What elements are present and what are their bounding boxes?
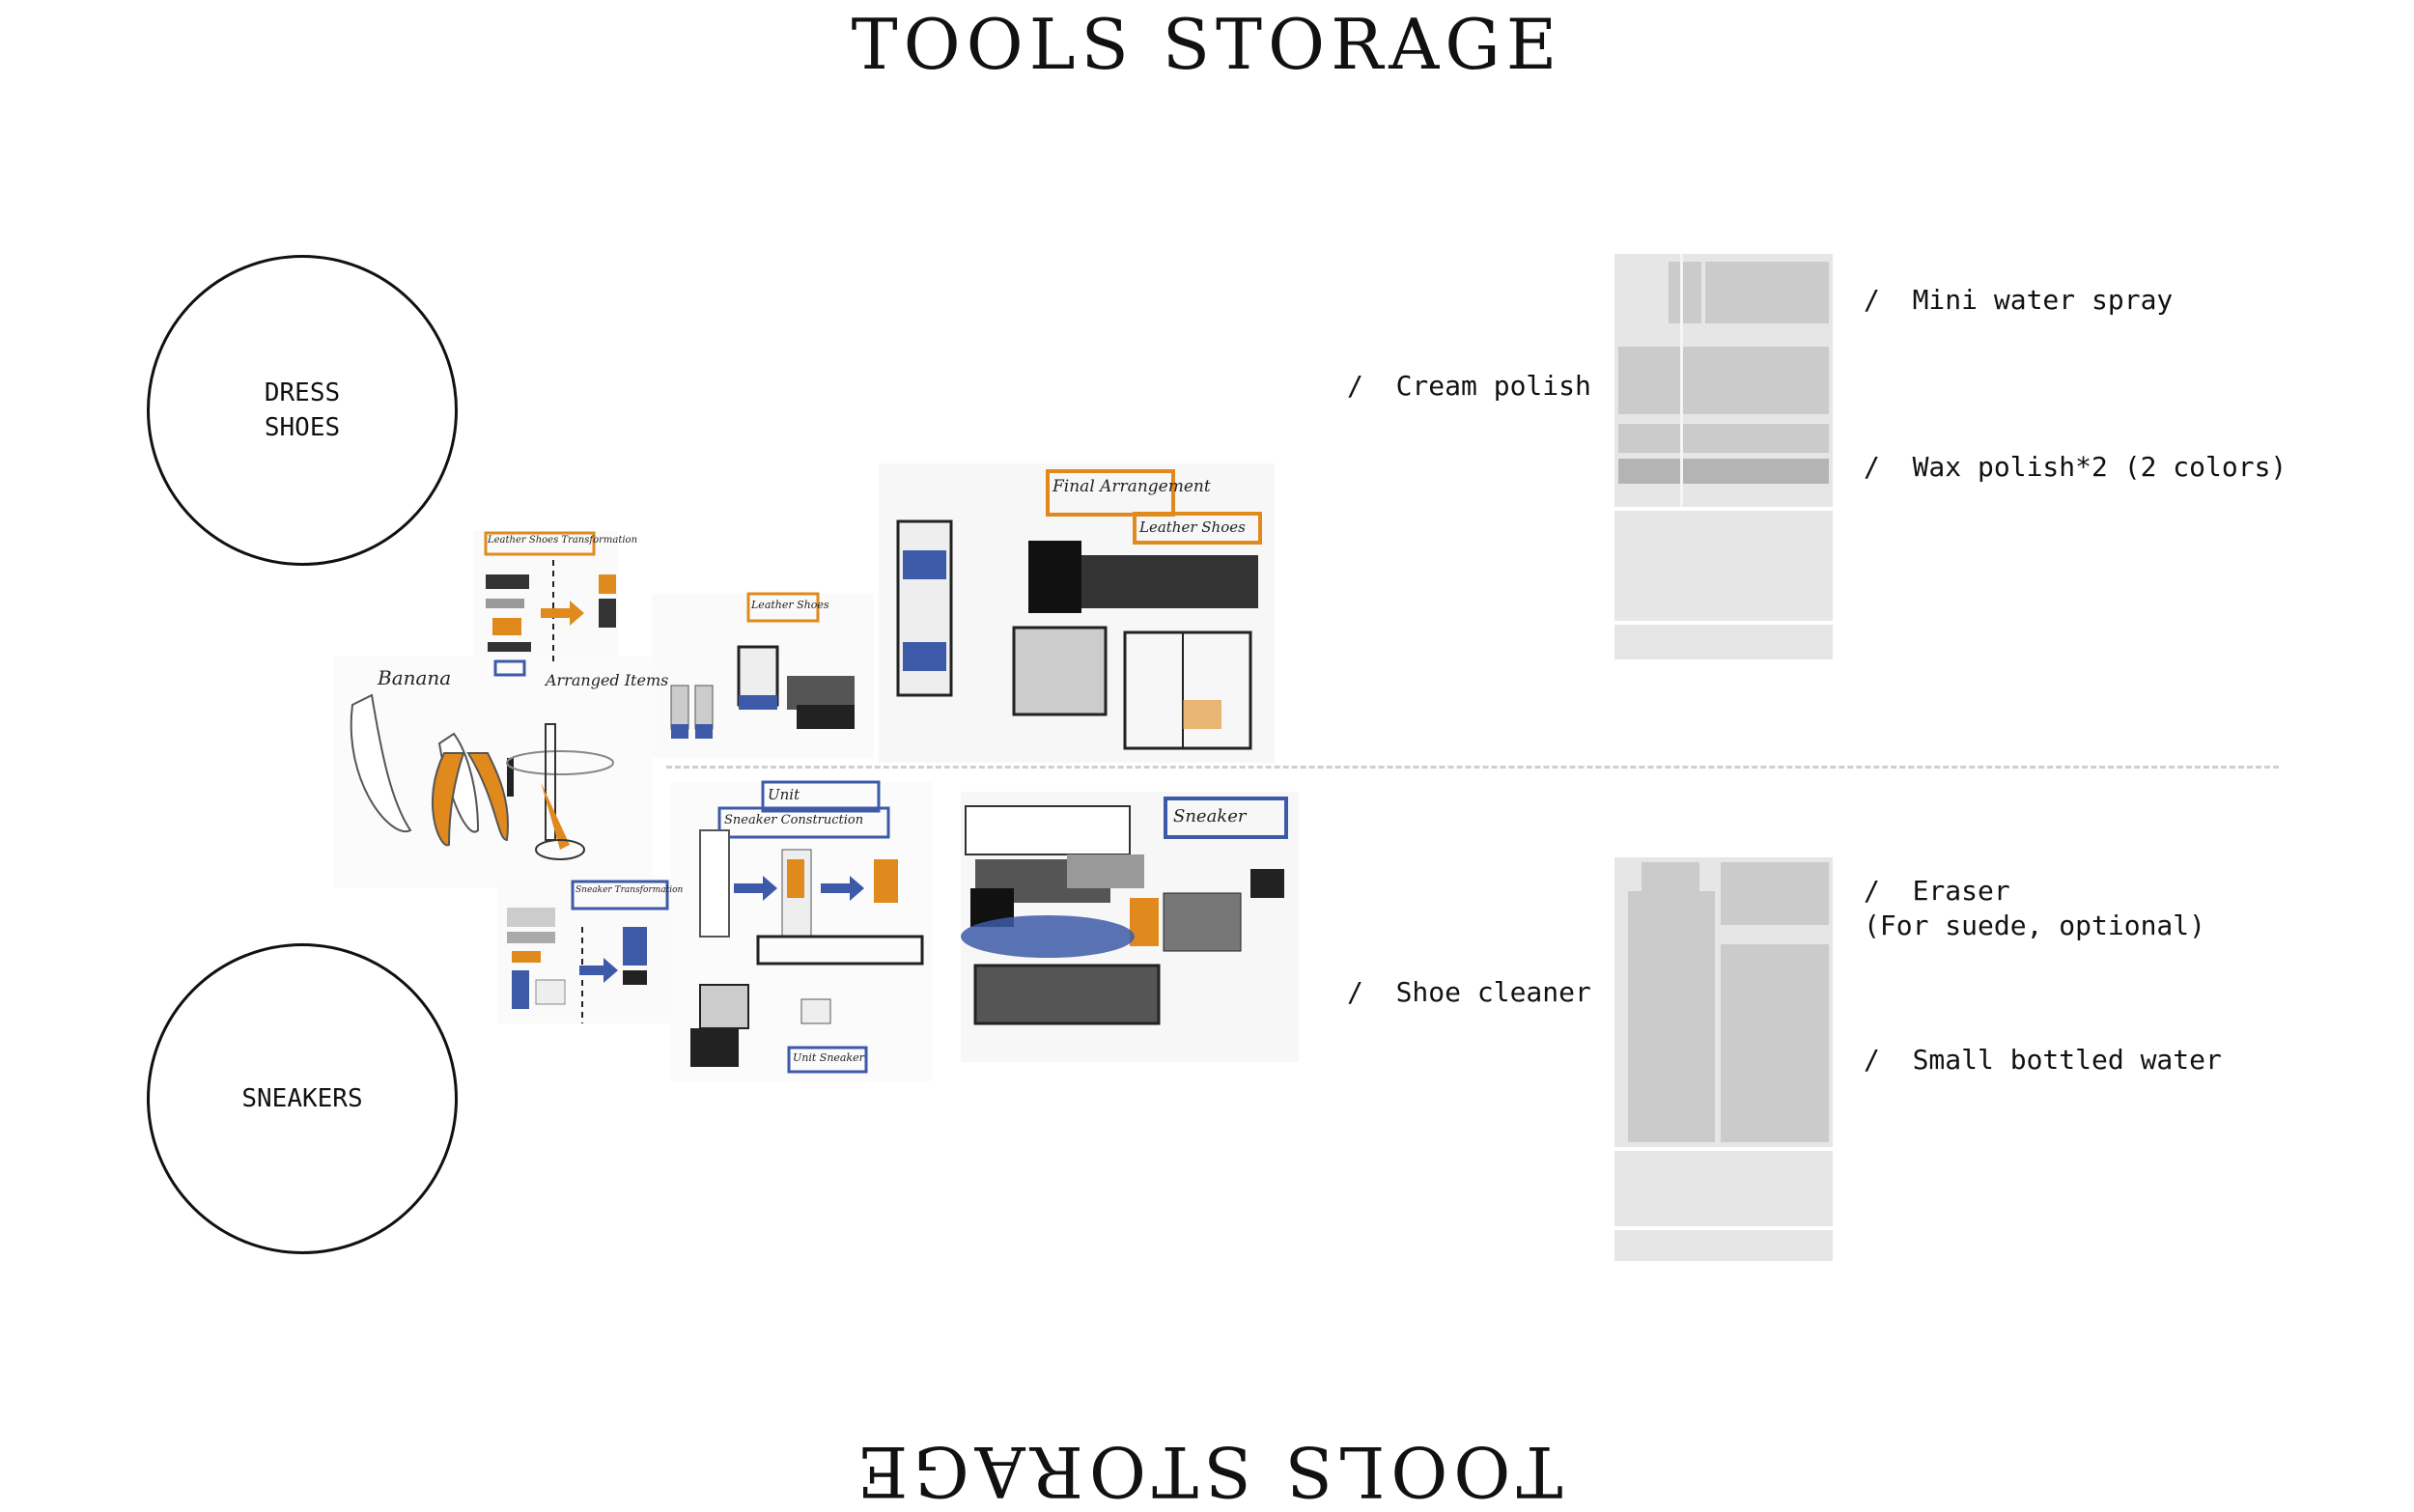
storage-top-shelf <box>1614 507 1833 511</box>
storage-bottom-base-line <box>1614 1226 1833 1230</box>
sketch-tag-leather-shoes-final: Leather Shoes <box>1139 518 1246 536</box>
sketch-tag-final-arrangement: Final Arrangement <box>1053 477 1211 496</box>
wax-polish-slot-1 <box>1618 424 1829 453</box>
eraser-item <box>1721 862 1829 925</box>
storage-top-base-line <box>1614 621 1833 625</box>
small-bottled-water-label: / Small bottled water <box>1864 1044 2222 1076</box>
shoe-cleaner-label: / Shoe cleaner <box>1347 976 1591 1008</box>
page-title-mirrored: TOOLS STORAGE <box>851 1431 1563 1512</box>
sketch-tag-banana: Banana <box>378 666 452 689</box>
small-bottled-water-item <box>1721 944 1829 1142</box>
sketch-collage-illustration <box>333 463 1299 1081</box>
mini-water-spray-label: / Mini water spray <box>1864 284 2174 316</box>
sketch-tag-sneaker: Sneaker <box>1173 806 1247 826</box>
sketch-collage: Banana Arranged Items Leather Shoes Tran… <box>333 463 1299 1101</box>
sketch-tag-arranged-items: Arranged Items <box>546 671 669 689</box>
storage-unit-top <box>1614 254 1833 659</box>
wax-polish-label: / Wax polish*2 (2 colors) <box>1864 451 2288 483</box>
sketch-tag-unit: Unit <box>768 786 800 803</box>
mini-water-spray-slot <box>1669 262 1701 323</box>
storage-top-divider <box>1680 254 1683 507</box>
sketch-tag-leather-shoes: Leather Shoes <box>751 599 829 611</box>
sketch-tag-unit-sneaker: Unit Sneaker <box>793 1051 864 1064</box>
shoe-cleaner-cap <box>1642 862 1699 891</box>
sketch-tag-sneaker-construction: Sneaker Construction <box>724 813 864 827</box>
sketch-tag-sneaker-transformation: Sneaker Transformation <box>575 885 684 895</box>
wax-polish-slot-2 <box>1618 459 1829 484</box>
dress-shoes-circle: DRESS SHOES <box>147 255 458 566</box>
dress-shoes-label-line1: DRESS <box>264 378 341 407</box>
sketch-tag-leather-transformation: Leather Shoes Transformation <box>488 535 638 546</box>
page-title: TOOLS STORAGE <box>851 4 1563 85</box>
section-divider <box>666 766 2279 769</box>
sneakers-label: SNEAKERS <box>241 1084 363 1113</box>
mini-water-spray-item <box>1705 262 1829 323</box>
eraser-label: / Eraser (For suede, optional) <box>1864 875 2206 941</box>
storage-unit-bottom <box>1614 857 1833 1261</box>
dress-shoes-label-line2: SHOES <box>264 413 341 442</box>
cream-polish-slot <box>1618 347 1829 414</box>
cream-polish-label: / Cream polish <box>1347 370 1591 402</box>
shoe-cleaner-item <box>1628 891 1715 1142</box>
storage-bottom-shelf <box>1614 1147 1833 1151</box>
sneakers-circle: SNEAKERS <box>147 943 458 1254</box>
